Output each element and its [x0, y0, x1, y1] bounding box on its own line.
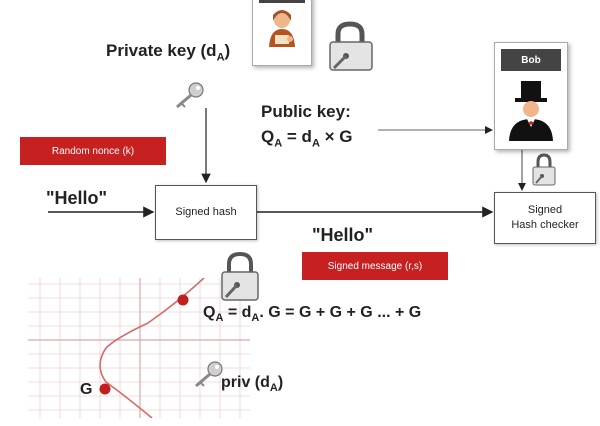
bob-card-header: Bob	[501, 49, 561, 71]
padlock-top-icon	[329, 21, 373, 71]
hello-input-text: "Hello"	[46, 188, 108, 208]
signed-message-label: Signed message (r,s)	[302, 252, 448, 280]
g-point-label: G	[80, 381, 93, 398]
elliptic-curve-graph	[28, 278, 250, 418]
bob-card: Bob	[494, 42, 568, 150]
point-qa	[177, 294, 189, 306]
priv-key-icon	[195, 361, 223, 388]
key-icon	[176, 82, 204, 109]
padlock-checker-icon	[532, 153, 556, 186]
alice-card-header	[259, 0, 305, 3]
point-g	[99, 383, 111, 395]
curve-line	[99, 278, 205, 418]
private-key-label: Private key (dA)	[106, 41, 231, 64]
hello-message-text: "Hello"	[312, 225, 374, 245]
random-nonce-label: Random nonce (k)	[20, 137, 166, 165]
alice-card	[252, 0, 312, 66]
padlock-curve-icon	[221, 251, 259, 301]
curve-equation: QA = dA. G = G + G + G ... + G	[203, 304, 422, 325]
signed-hash-box: Signed hash	[155, 185, 257, 240]
alice-avatar-icon	[269, 10, 295, 47]
bob-avatar-icon	[509, 81, 553, 141]
public-key-title: Public key:	[261, 102, 351, 121]
public-key-equation: QA = dA × G	[261, 127, 353, 150]
priv-label: priv (dA)	[221, 374, 284, 395]
